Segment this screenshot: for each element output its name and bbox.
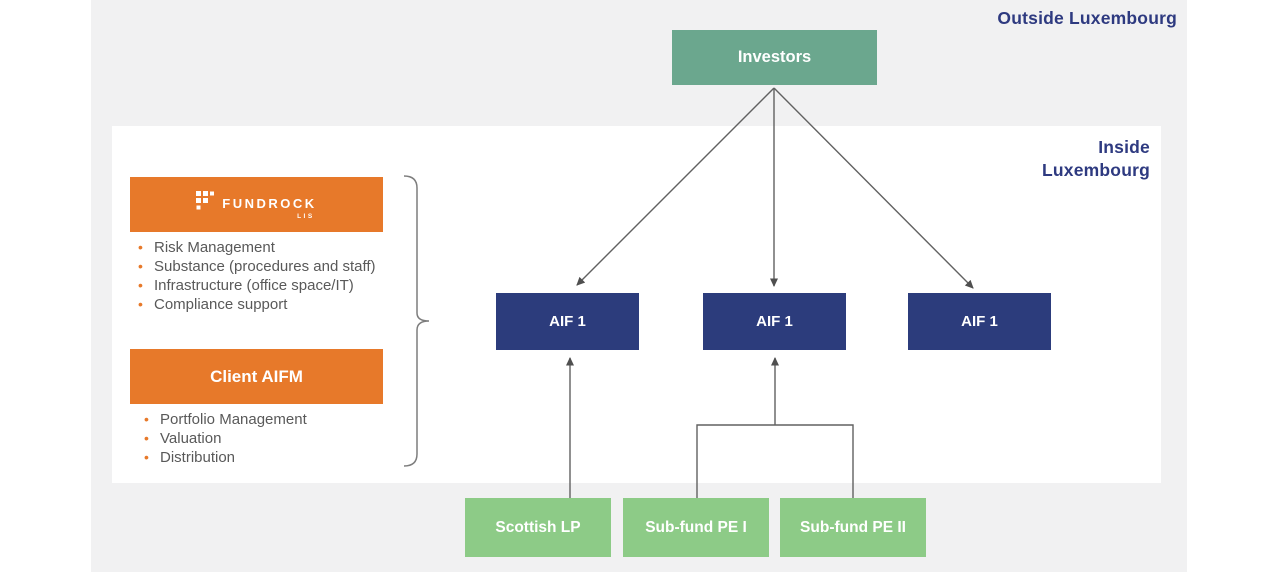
aif-box-2: AIF 1 [703, 293, 846, 350]
fundrock-logo-subtext: LIS [297, 213, 315, 220]
outside-luxembourg-label: Outside Luxembourg [997, 8, 1177, 28]
scottish-lp-box: Scottish LP [465, 498, 611, 557]
list-item: Risk Management [131, 238, 376, 257]
list-item: Substance (procedures and staff) [131, 257, 376, 276]
aif-label: AIF 1 [756, 313, 793, 330]
aif-box-1: AIF 1 [496, 293, 639, 350]
investors-box: Investors [672, 30, 877, 85]
sub-fund-pe1-box: Sub-fund PE I [623, 498, 769, 557]
aif-box-3: AIF 1 [908, 293, 1051, 350]
aif-label: AIF 1 [549, 313, 586, 330]
list-item: Portfolio Management [137, 410, 307, 429]
client-aifm-services-list: Portfolio Management Valuation Distribut… [137, 410, 307, 467]
list-item: Compliance support [131, 295, 376, 314]
list-item: Valuation [137, 429, 307, 448]
sub-fund-pe2-label: Sub-fund PE II [800, 518, 906, 536]
fundrock-services-list: Risk Management Substance (procedures an… [131, 238, 376, 314]
fundrock-logo-text: FUNDROCK [222, 196, 317, 211]
sub-fund-pe1-label: Sub-fund PE I [645, 518, 747, 536]
client-aifm-box: Client AIFM [130, 349, 383, 404]
inside-luxembourg-label: Inside Luxembourg [1042, 137, 1150, 180]
list-item: Infrastructure (office space/IT) [131, 276, 376, 295]
investors-label: Investors [737, 48, 812, 66]
fundrock-logo: FUNDROCK LIS [196, 189, 316, 220]
list-item: Distribution [137, 448, 307, 467]
aif-label: AIF 1 [961, 313, 998, 330]
sub-fund-pe2-box: Sub-fund PE II [780, 498, 926, 557]
fundrock-logo-dots-icon [196, 191, 215, 210]
client-aifm-label: Client AIFM [210, 366, 303, 386]
fundrock-box: FUNDROCK LIS [130, 177, 383, 232]
scottish-lp-label: Scottish LP [495, 518, 581, 536]
